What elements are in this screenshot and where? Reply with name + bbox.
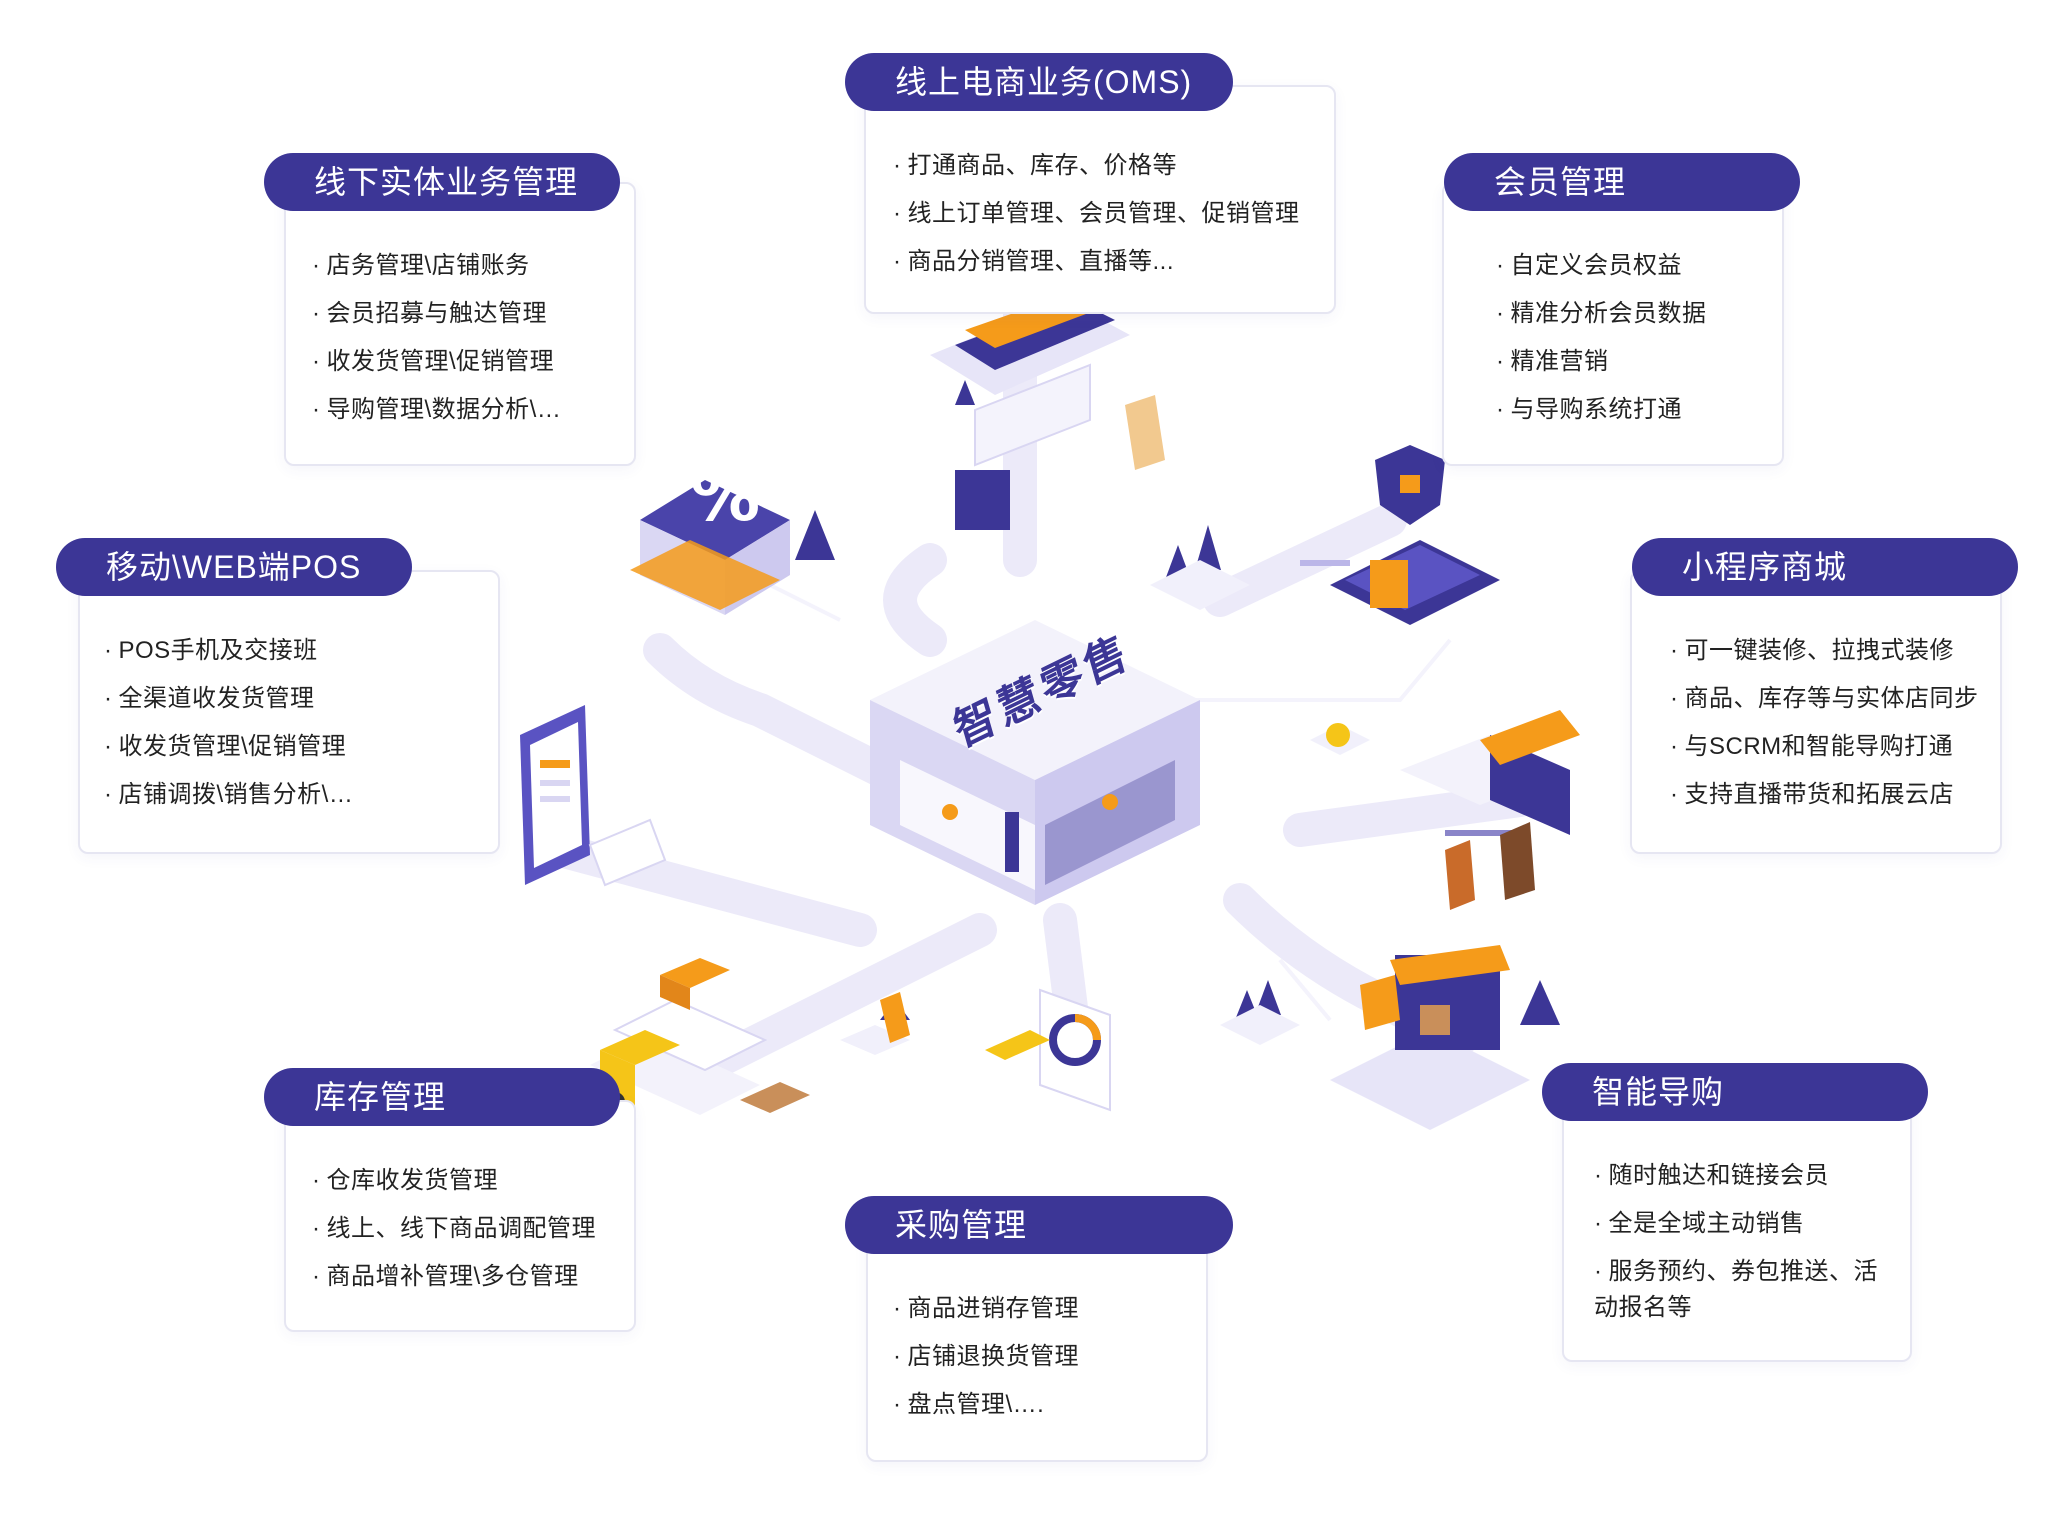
list-item: 打通商品、库存、价格等 — [893, 142, 1300, 190]
list-item: 商品进销存管理 — [893, 1285, 1079, 1333]
miniapp-title: 小程序商城 — [1632, 538, 2018, 596]
decor-trees — [955, 380, 1281, 1020]
list-item: 仓库收发货管理 — [312, 1157, 596, 1205]
list-item: 店铺退换货管理 — [893, 1333, 1079, 1381]
scene-offline-store: % — [630, 455, 835, 615]
list-item: 服务预约、券包推送、活动报名等 — [1594, 1248, 1884, 1332]
scene-member-security — [1300, 445, 1500, 625]
oms-items: 打通商品、库存、价格等 线上订单管理、会员管理、促销管理 商品分销管理、直播等.… — [893, 142, 1300, 286]
list-item: 店务管理\店铺账务 — [312, 242, 561, 290]
offline-items: 店务管理\店铺账务 会员招募与触达管理 收发货管理\促销管理 导购管理\数据分析… — [312, 242, 561, 434]
list-item: 全渠道收发货管理 — [104, 675, 353, 723]
guide-items: 随时触达和链接会员 全是全域主动销售 服务预约、券包推送、活动报名等 — [1594, 1152, 1884, 1332]
purchase-items: 商品进销存管理 店铺退换货管理 盘点管理\…. — [893, 1285, 1079, 1429]
list-item: 店铺调拨\销售分析\… — [104, 771, 353, 819]
list-item: 随时触达和链接会员 — [1594, 1152, 1884, 1200]
list-item: 全是全域主动销售 — [1594, 1200, 1884, 1248]
list-item: 可一键装修、拉拽式装修 — [1670, 627, 1979, 675]
member-title: 会员管理 — [1444, 153, 1800, 211]
decor-coins — [1326, 723, 1350, 747]
list-item: 盘点管理\…. — [893, 1381, 1079, 1429]
pos-items: POS手机及交接班 全渠道收发货管理 收发货管理\促销管理 店铺调拨\销售分析\… — [104, 627, 353, 819]
purchase-title: 采购管理 — [845, 1196, 1233, 1254]
miniapp-items: 可一键装修、拉拽式装修 商品、库存等与实体店同步 与SCRM和智能导购打通 支持… — [1670, 627, 1979, 819]
list-item: POS手机及交接班 — [104, 627, 353, 675]
list-item: 商品、库存等与实体店同步 — [1670, 675, 1979, 723]
center-store — [870, 620, 1200, 905]
scene-miniapp-shop — [1400, 710, 1580, 910]
list-item: 精准营销 — [1496, 338, 1707, 386]
list-item: 与SCRM和智能导购打通 — [1670, 723, 1979, 771]
guide-title: 智能导购 — [1542, 1063, 1928, 1121]
list-item: 自定义会员权益 — [1496, 242, 1707, 290]
list-item: 线上订单管理、会员管理、促销管理 — [893, 190, 1300, 238]
list-item: 商品增补管理\多仓管理 — [312, 1253, 596, 1301]
list-item: 与导购系统打通 — [1496, 386, 1707, 434]
offline-title: 线下实体业务管理 — [264, 153, 620, 211]
scene-guide-laptop — [1330, 945, 1560, 1130]
list-item: 商品分销管理、直播等... — [893, 238, 1300, 286]
list-item: 会员招募与触达管理 — [312, 290, 561, 338]
list-item: 精准分析会员数据 — [1496, 290, 1707, 338]
svg-text:%: % — [690, 455, 760, 537]
list-item: 收发货管理\促销管理 — [104, 723, 353, 771]
decor-bag — [880, 992, 910, 1043]
inventory-items: 仓库收发货管理 线上、线下商品调配管理 商品增补管理\多仓管理 — [312, 1157, 596, 1301]
inventory-title: 库存管理 — [264, 1068, 620, 1126]
list-item: 支持直播带货和拓展云店 — [1670, 771, 1979, 819]
list-item: 收发货管理\促销管理 — [312, 338, 561, 386]
list-item: 线上、线下商品调配管理 — [312, 1205, 596, 1253]
scene-oms-store — [930, 290, 1165, 530]
list-item: 导购管理\数据分析\… — [312, 386, 561, 434]
oms-title: 线上电商业务(OMS) — [845, 53, 1233, 111]
pos-title: 移动\WEB端POS — [56, 538, 412, 596]
scene-purchase-board — [880, 988, 1111, 1112]
member-items: 自定义会员权益 精准分析会员数据 精准营销 与导购系统打通 — [1496, 242, 1707, 434]
